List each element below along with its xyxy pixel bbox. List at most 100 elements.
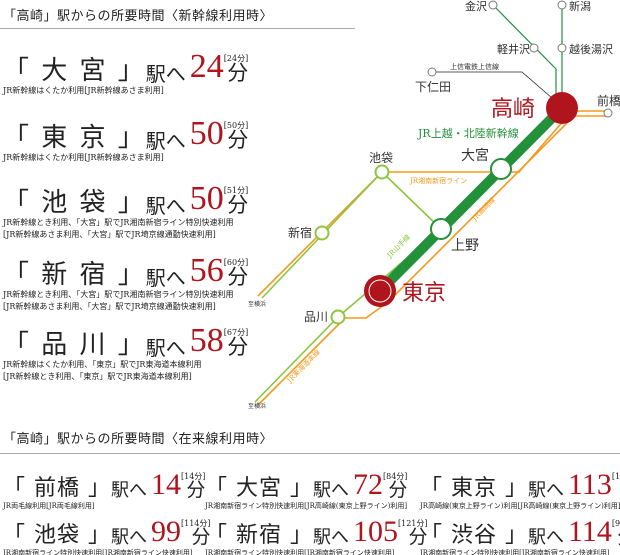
alternate-minutes: [121分] — [398, 519, 428, 528]
travel-minutes: 113 — [568, 468, 612, 501]
destination-station: 「 新宿 」 — [205, 523, 313, 548]
route-note: JR新幹線はくたか利用、「東京」駅でJR東海道本線利用 — [3, 360, 202, 369]
route-note: JR両毛線利用[JR両毛線利用] — [3, 502, 95, 510]
joshin-line-label: 上信電鉄上信線 — [450, 62, 499, 71]
to-yokohama-label: 至横浜 — [248, 300, 266, 308]
shinkansen-line-label: JR上越・北陸新幹線 — [417, 126, 519, 140]
travel-minutes: 14 — [151, 468, 181, 501]
destination-station: 「 池袋 」 — [3, 523, 111, 548]
travel-minutes: 56 — [189, 252, 224, 289]
karuizawa-label: 軽井沢 — [497, 42, 530, 56]
minutes-unit: 分 — [186, 479, 206, 501]
route-note: JR高崎線(東京上野ライン)利用[JR高崎線(東京上野ライン)利用] — [420, 502, 620, 510]
route-note: JR新幹線とき利用、「大宮」駅でJR湘南新宿ライン特別快速利用 — [3, 218, 234, 227]
omiya-station-marker — [490, 158, 512, 180]
omiya-label: 大宮 — [461, 148, 489, 164]
route-item: 「 渋谷 」駅へ114[99分]分JR湘南新宿ライン特別快速利用[JR湘南新宿ラ… — [420, 517, 620, 555]
minutes-unit: 分 — [388, 479, 408, 501]
travel-minutes: 72 — [353, 468, 383, 501]
minutes-unit: 分 — [617, 528, 620, 547]
alternate-minutes: [24分] — [223, 54, 249, 63]
minutes-unit: 分 — [227, 265, 249, 289]
shimonita-label: 下仁田 — [415, 80, 451, 94]
minutes-unit: 分 — [227, 193, 249, 217]
shimonita-station-marker — [427, 67, 437, 77]
shonan-shinjuku-line-label: JR湘南新宿ライン — [409, 176, 467, 185]
to-station-suffix: 駅へ — [145, 194, 186, 218]
to-station-suffix: 駅へ — [111, 527, 147, 548]
shinkansen-section-title: 「高崎」駅からの所要時間〈新幹線利用時〉 — [3, 9, 274, 24]
to-station-suffix: 駅へ — [313, 480, 349, 501]
destination-station: 「 東京 」 — [420, 476, 528, 501]
alternate-minutes: [51分] — [223, 186, 249, 195]
ikebukuro-label: 池袋 — [369, 151, 393, 165]
minutes-unit: 分 — [227, 61, 249, 85]
alternate-minutes: [99分] — [611, 519, 620, 528]
destination-station: 「 新 宿 」 — [3, 260, 146, 290]
travel-minutes: 58 — [189, 322, 224, 359]
zairaisen-section-title: 「高崎」駅からの所要時間〈在来線利用時〉 — [3, 432, 274, 447]
shinagawa-station-marker — [330, 309, 346, 325]
ueno-station-marker — [430, 218, 452, 240]
niigata-station-marker — [557, 0, 567, 10]
ueno-label: 上野 — [451, 238, 479, 254]
alternate-minutes: [84分] — [383, 472, 408, 481]
minutes-unit: 分 — [227, 128, 249, 152]
destination-station: 「 東 京 」 — [3, 123, 146, 153]
route-note: JR湘南新宿ライン特別快速利用[JR高崎線(東京上野ライン)利用] — [205, 502, 408, 510]
route-note: JR湘南新宿ライン特別快速利用[JR湘南新宿ライン快速利用] — [3, 549, 193, 555]
route-note: [JR新幹線あさま利用、「大宮」駅でJR埼京線通勤快速利用] — [3, 302, 216, 311]
to-station-suffix: 駅へ — [528, 527, 564, 548]
tokyo-station-ring — [368, 279, 392, 303]
alternate-minutes: [60分] — [223, 258, 249, 267]
route-note: JR新幹線はくたか利用[JR新幹線あさま利用] — [3, 153, 164, 162]
to-station-suffix: 駅へ — [145, 62, 186, 86]
alternate-minutes: [114分] — [181, 519, 211, 528]
shinagawa-label: 品川 — [304, 310, 328, 324]
takasaki-station-marker — [546, 92, 578, 124]
takasaki-label: 高崎 — [491, 97, 535, 122]
shinkansen-line — [376, 104, 566, 295]
to-station-suffix: 駅へ — [313, 527, 349, 548]
minutes-unit: 分 — [191, 526, 211, 548]
travel-minutes: 99 — [151, 515, 181, 548]
travel-minutes: 24 — [189, 48, 224, 85]
destination-station: 「 前橋 」 — [3, 476, 111, 501]
to-station-suffix: 駅へ — [145, 336, 186, 360]
maebashi-station-marker — [603, 108, 613, 118]
route-note: JR新幹線とき利用、「大宮」駅でJR湘南新宿ライン特別快速利用 — [3, 290, 234, 299]
divider — [0, 28, 355, 29]
route-note: [JR新幹線とき利用、「東京」駅でJR東海道本線利用] — [3, 372, 192, 381]
to-yokohama-label: 至横浜 — [248, 402, 266, 410]
hokuriku-branch — [492, 4, 557, 100]
minutes-unit: 分 — [227, 335, 249, 359]
tokaido-line — [257, 317, 346, 406]
destination-station: 「 渋谷 」 — [420, 523, 528, 548]
echigo-yuzawa-label: 越後湯沢 — [569, 42, 613, 56]
route-note: JR新幹線はくたか利用[JR新幹線あさま利用] — [3, 86, 164, 95]
ikebukuro-ueno-line — [381, 171, 442, 230]
kanazawa-station-marker — [488, 0, 498, 10]
kanazawa-label: 金沢 — [465, 0, 487, 13]
to-station-suffix: 駅へ — [145, 266, 186, 290]
tokyo-label: 東京 — [402, 281, 446, 306]
